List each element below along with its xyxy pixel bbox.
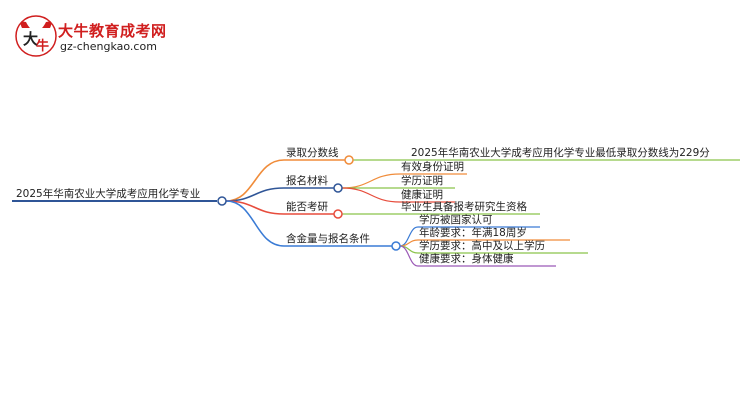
leaf-label-2-3: 健康证明	[401, 188, 443, 201]
bull-head-mascot-icon: 大 牛	[15, 15, 57, 57]
svg-text:大: 大	[23, 30, 38, 48]
leaf-connector-4-4	[399, 245, 419, 267]
leaf-label-4-3: 学历要求：高中及以上学历	[419, 239, 545, 252]
leaf-connector-2-3	[341, 187, 401, 203]
logo-url: gz-chengkao.com	[60, 40, 157, 53]
branch-dot-3	[333, 209, 343, 219]
branch-label-4: 含金量与报名条件	[286, 232, 370, 245]
leaf-label-4-2: 年龄要求：年满18周岁	[419, 226, 527, 239]
svg-text:牛: 牛	[36, 38, 49, 54]
root-node-label: 2025年华南农业大学成考应用化学专业	[16, 187, 200, 200]
branch-label-3: 能否考研	[286, 200, 328, 213]
branch-label-2: 报名材料	[286, 174, 328, 187]
branch-dot-2	[333, 183, 343, 193]
site-logo[interactable]: 大 牛 大牛教育成考网 gz-chengkao.com	[14, 14, 167, 58]
branch-connector-4	[225, 200, 285, 247]
leaf-connector-2-1	[341, 173, 401, 189]
branch-dot-4	[391, 241, 401, 251]
logo-title: 大牛教育成考网	[58, 22, 167, 40]
branch-label-1: 录取分数线	[286, 146, 339, 159]
root-node-dot	[217, 196, 227, 206]
leaf-label-4-1: 学历被国家认可	[419, 213, 493, 226]
leaf-label-3-1: 毕业生具备报考研究生资格	[401, 200, 527, 213]
leaf-label-2-2: 学历证明	[401, 174, 443, 187]
branch-dot-1	[344, 155, 354, 165]
leaf-label-4-4: 健康要求：身体健康	[419, 252, 514, 265]
leaf-label-1-1: 2025年华南农业大学成考应用化学专业最低录取分数线为229分	[411, 146, 710, 159]
leaf-label-2-1: 有效身份证明	[401, 160, 464, 173]
